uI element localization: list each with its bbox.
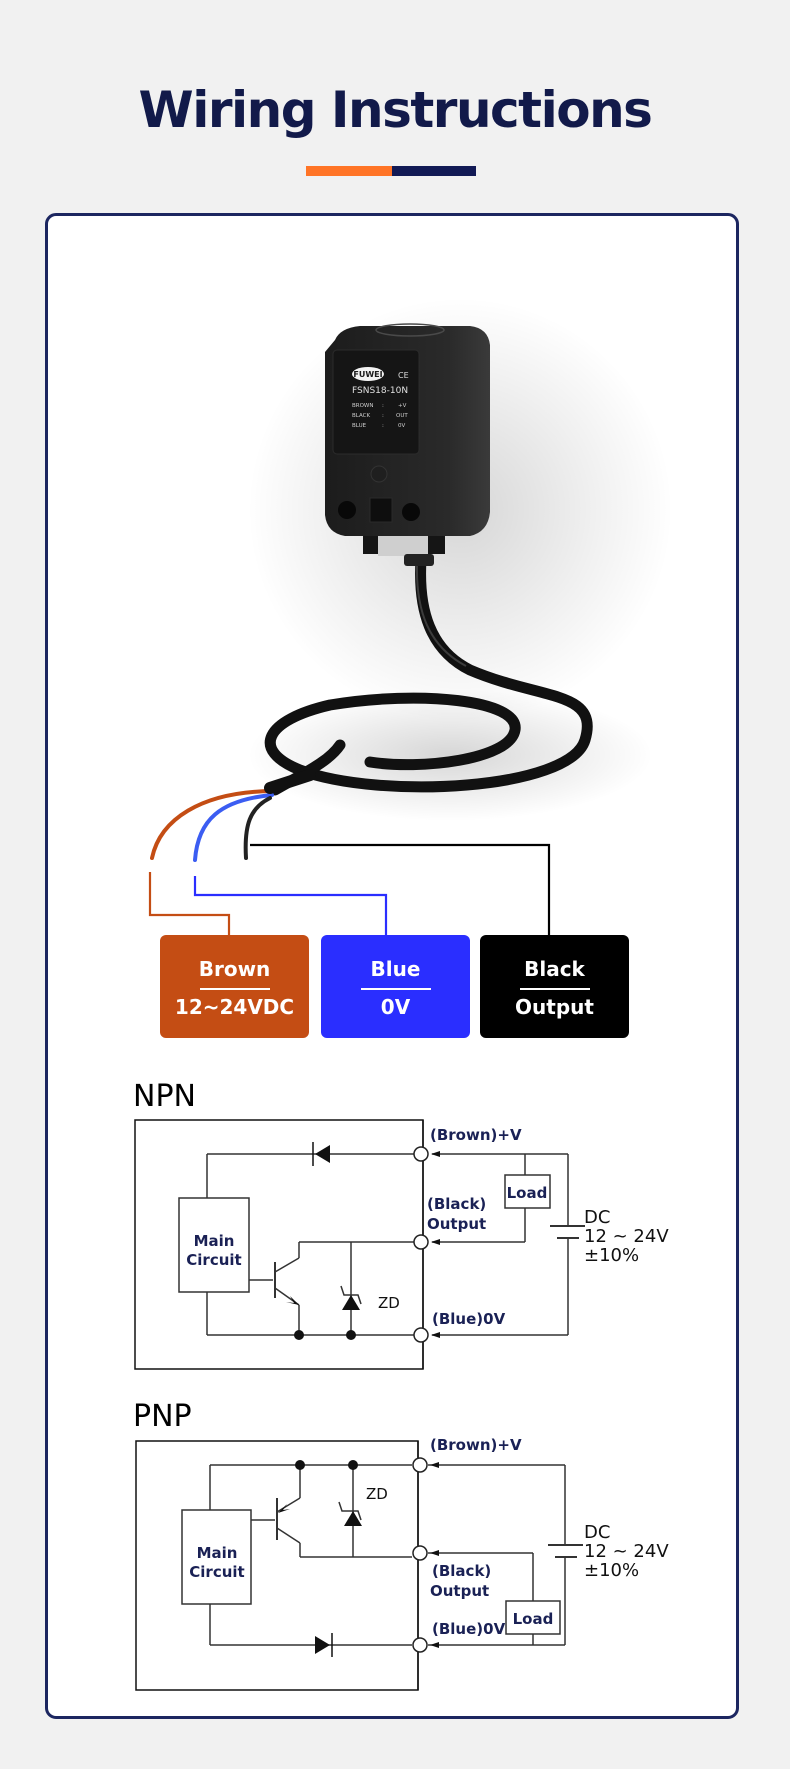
svg-text:DC: DC [584,1522,610,1543]
npn-zener [342,1295,360,1310]
model-number: FSNS18-10N [352,386,408,396]
brown-wire [150,789,274,860]
black-leader [250,843,551,935]
wire-box-blue: Blue 0V [321,935,470,1038]
divider [199,988,270,990]
npn-load [504,1174,551,1209]
svg-text:12 ~ 24V: 12 ~ 24V [584,1541,669,1562]
pnp-title: PNP [133,1399,192,1434]
label-wire-brown: BROWN [352,403,373,409]
svg-text:Output: Output [427,1215,486,1233]
npn-main-circuit [178,1197,250,1293]
wire-name: Blue [370,957,421,981]
npn-schematic: Main Circuit (Brown)+V (Black) Output (B… [134,1119,669,1370]
npn-title: NPN [133,1079,196,1114]
label-func-brown: +V [398,403,407,409]
cable-highlight [415,564,467,667]
label-func-black: OUT [396,413,408,419]
page-title: Wiring Instructions [138,81,653,139]
divider [360,988,431,990]
svg-text:Main: Main [197,1544,238,1562]
label-wire-blue: BLUE [352,423,367,429]
pnp-zener [344,1511,362,1526]
npn-label-blue: (Blue)0V [432,1310,506,1328]
npn-terminal-blue [413,1327,429,1343]
wire-function: 0V [380,995,411,1019]
pnp-terminal-brown [412,1457,428,1473]
pnp-schematic: Main Circuit (Brown)+V (Black) Output (B… [135,1436,669,1691]
pnp-label-brown: (Brown)+V [430,1436,522,1454]
svg-text:12 ~ 24V: 12 ~ 24V [584,1226,669,1247]
npn-housing [134,1119,424,1370]
pnp-terminal-blue [412,1637,428,1653]
label-wire-black: BLACK [352,413,370,419]
npn-label-black: (Black) [427,1195,486,1213]
ce-mark: CE [398,371,409,380]
svg-text:Circuit: Circuit [189,1563,244,1581]
svg-text:Circuit: Circuit [186,1251,241,1269]
pnp-housing [135,1440,419,1691]
svg-text::: : [382,413,384,419]
svg-text::: : [382,423,384,429]
sensor-illustration: FUWEI CE FSNS18-10N BROWN : +V BLACK : O… [148,323,593,935]
pnp-terminal-black [412,1545,428,1561]
indicator-led [370,465,388,483]
svg-text:DC: DC [584,1207,610,1228]
mount-hole-right [402,503,420,521]
title-underline-orange [306,166,392,176]
blue-leader [193,876,388,935]
title-underline-navy [392,166,476,176]
label-func-blue: 0V [398,423,405,429]
npn-load-label: Load [507,1184,548,1202]
cable [264,554,593,796]
npn-zener-label: ZD [378,1294,400,1312]
black-wire [243,796,272,860]
npn-terminal-black [413,1234,429,1250]
svg-text:±10%: ±10% [584,1245,639,1266]
wire-name: Brown [198,957,271,981]
pnp-label-blue: (Blue)0V [432,1620,506,1638]
wire-box-black: Black Output [480,935,629,1038]
svg-text:Output: Output [430,1582,489,1600]
svg-text:Main: Main [194,1232,235,1250]
npn-diode [315,1145,330,1163]
pnp-zener-label: ZD [366,1485,388,1503]
pnp-main-circuit [181,1509,252,1605]
pnp-load-label: Load [513,1610,554,1628]
svg-text:±10%: ±10% [584,1560,639,1581]
wire-function: 12~24VDC [174,995,295,1019]
brand-logo: FUWEI [353,370,382,379]
npn-terminal-brown [413,1146,429,1162]
wire-name: Black [524,957,585,981]
brown-leader [148,872,231,935]
npn-label-brown: (Brown)+V [430,1126,522,1144]
divider [519,988,590,990]
blue-wire [193,793,274,862]
pnp-diode [315,1636,330,1654]
wire-function: Output [515,995,594,1019]
svg-text::: : [382,403,384,409]
mount-hole-left [338,501,356,519]
wire-box-brown: Brown 12~24VDC [160,935,309,1038]
pnp-label-black: (Black) [432,1562,491,1580]
